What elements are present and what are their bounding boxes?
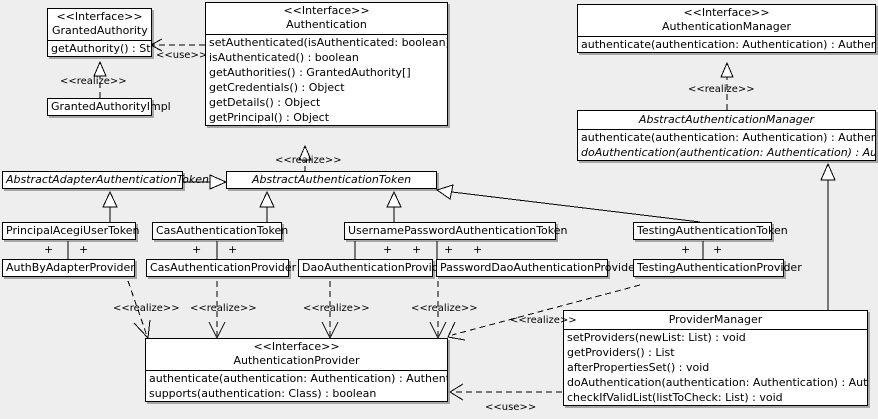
class-name: AuthenticationManager [662,20,791,33]
class-header: AbstractAuthenticationManager [578,111,875,129]
edge-label-realize-authentication-token: <<realize>> [275,155,342,166]
class-box-cas-authentication-token[interactable]: CasAuthenticationToken [152,222,289,240]
operation-row: getAuthority() : String [51,42,151,55]
edge-label-use-granted-authority: <<use>> [156,50,208,61]
class-box-abstract-authentication-manager[interactable]: AbstractAuthenticationManager authentica… [577,110,876,161]
edge-label-realize-auth-by-adapter: <<realize>> [113,303,180,314]
operation-row: getCredentials() : Object [209,81,345,94]
edge-label-realize-authentication-manager: <<realize>> [688,84,755,95]
association-plus-mark: + [713,243,723,256]
class-name: TestingAuthenticationToken [637,224,788,237]
operations-compartment: authenticate(authentication: Authenticat… [578,37,875,52]
class-name: PasswordDaoAuthenticationProvider [440,261,640,274]
class-name: PrincipalAcegiUserToken [6,224,140,237]
section-divider [48,40,151,41]
edge-label-realize-cas: <<realize>> [190,303,257,314]
association-plus-mark: + [473,243,483,256]
edge-label-realize-granted-authority: <<realize>> [60,76,127,87]
association-plus-mark: + [383,243,393,256]
class-box-abstract-authentication-token[interactable]: AbstractAuthenticationToken [226,171,437,189]
class-name: Authentication [286,18,367,31]
operation-row: afterPropertiesSet() : void [567,361,710,374]
class-name: GrantedAuthority [52,24,148,37]
operation-row: supports(authentication: Class) : boolea… [149,387,377,400]
operation-row: doAuthentication(authentication: Authent… [567,376,867,389]
edge-label-realize-dao: <<realize>> [303,303,370,314]
class-header: <<Interface>> AuthenticationProvider [146,339,447,370]
operation-row: checkIfValidList(listToCheck: List) : vo… [567,391,783,404]
stereotype-label: <<Interface>> [683,6,770,19]
edge-label-realize-testing: <<realize>> [510,315,577,326]
class-box-principal-acegi-user-token[interactable]: PrincipalAcegiUserToken [2,222,140,240]
section-divider [146,370,447,371]
section-divider [578,36,875,37]
class-name: TestingAuthenticationProvider [637,261,802,274]
class-name: CasAuthenticationProvider [150,261,297,274]
operations-compartment: authenticate(authentication: Authenticat… [146,371,447,401]
class-name: AbstractAuthenticationManager [638,113,815,126]
class-box-password-dao-authentication-provider[interactable]: PasswordDaoAuthenticationProvider [436,259,640,277]
operation-row: getDetails() : Object [209,96,321,109]
class-name: ProviderManager [668,313,763,326]
stereotype-label: <<Interface>> [283,4,370,17]
association-plus-mark: + [228,243,238,256]
operations-compartment: getAuthority() : String [48,41,151,56]
class-box-abstract-adapter-authentication-token[interactable]: AbstractAdapterAuthenticationToken [2,171,209,189]
edge-label-use-provider-manager: <<use>> [485,402,537,413]
class-box-dao-authentication-provider[interactable]: DaoAuthenticationProvider [298,259,450,277]
operation-row: authenticate(authentication: Authenticat… [581,131,875,144]
class-box-auth-by-adapter-provider[interactable]: AuthByAdapterProvider [2,259,135,277]
section-divider [206,34,447,35]
class-header: <<Interface>> GrantedAuthority [48,9,151,40]
stereotype-label: <<Interface>> [56,10,143,23]
class-name: AuthenticationProvider [233,354,360,367]
class-name: AbstractAuthenticationToken [251,173,412,186]
class-box-authentication-provider[interactable]: <<Interface>> AuthenticationProvider aut… [145,338,448,402]
association-plus-mark: + [412,243,422,256]
class-name: UsernamePasswordAuthenticationToken [348,224,568,237]
operation-row: getAuthorities() : GrantedAuthority[] [209,66,411,79]
class-header: ProviderManager [564,311,867,329]
class-box-testing-authentication-token[interactable]: TestingAuthenticationToken [633,222,788,240]
association-plus-mark: + [192,243,202,256]
association-plus-mark: + [79,243,89,256]
operation-row: isAuthenticated() : boolean [209,51,359,64]
operation-row: doAuthentication(authentication: Authent… [581,146,875,159]
class-name: AbstractAdapterAuthenticationToken [6,173,209,186]
class-name: GrantedAuthorityImpl [51,100,171,113]
class-box-testing-authentication-provider[interactable]: TestingAuthenticationProvider [633,259,802,277]
operation-row: getProviders() : List [567,346,675,359]
class-box-provider-manager[interactable]: ProviderManager setProviders(newList: Li… [563,310,868,406]
class-name: DaoAuthenticationProvider [302,261,450,274]
class-header: <<Interface>> Authentication [206,3,447,34]
section-divider [564,329,867,330]
class-name: CasAuthenticationToken [156,224,289,237]
class-header: <<Interface>> AuthenticationManager [578,5,875,36]
operation-row: authenticate(authentication: Authenticat… [149,372,447,385]
class-box-authentication-manager[interactable]: <<Interface>> AuthenticationManager auth… [577,4,876,53]
association-plus-mark: + [44,243,54,256]
operation-row: setAuthenticated(isAuthenticated: boolea… [209,36,447,49]
association-plus-mark: + [681,243,691,256]
section-divider [578,129,875,130]
operation-row: setProviders(newList: List) : void [567,331,746,344]
association-plus-mark: + [444,243,454,256]
edge-label-realize-password-dao: <<realize>> [411,303,478,314]
operations-compartment: setProviders(newList: List) : void getPr… [564,330,867,405]
operation-row: authenticate(authentication: Authenticat… [581,38,875,51]
operations-compartment: authenticate(authentication: Authenticat… [578,130,875,160]
class-box-granted-authority[interactable]: <<Interface>> GrantedAuthority getAuthor… [47,8,152,57]
class-box-authentication[interactable]: <<Interface>> Authentication setAuthenti… [205,2,448,126]
class-box-granted-authority-impl[interactable]: GrantedAuthorityImpl [47,98,171,116]
class-name: AuthByAdapterProvider [6,261,135,274]
operations-compartment: setAuthenticated(isAuthenticated: boolea… [206,35,447,125]
class-box-cas-authentication-provider[interactable]: CasAuthenticationProvider [146,259,297,277]
operation-row: getPrincipal() : Object [209,111,330,124]
class-box-username-password-authentication-token[interactable]: UsernamePasswordAuthenticationToken [344,222,568,240]
stereotype-label: <<Interface>> [253,340,340,353]
